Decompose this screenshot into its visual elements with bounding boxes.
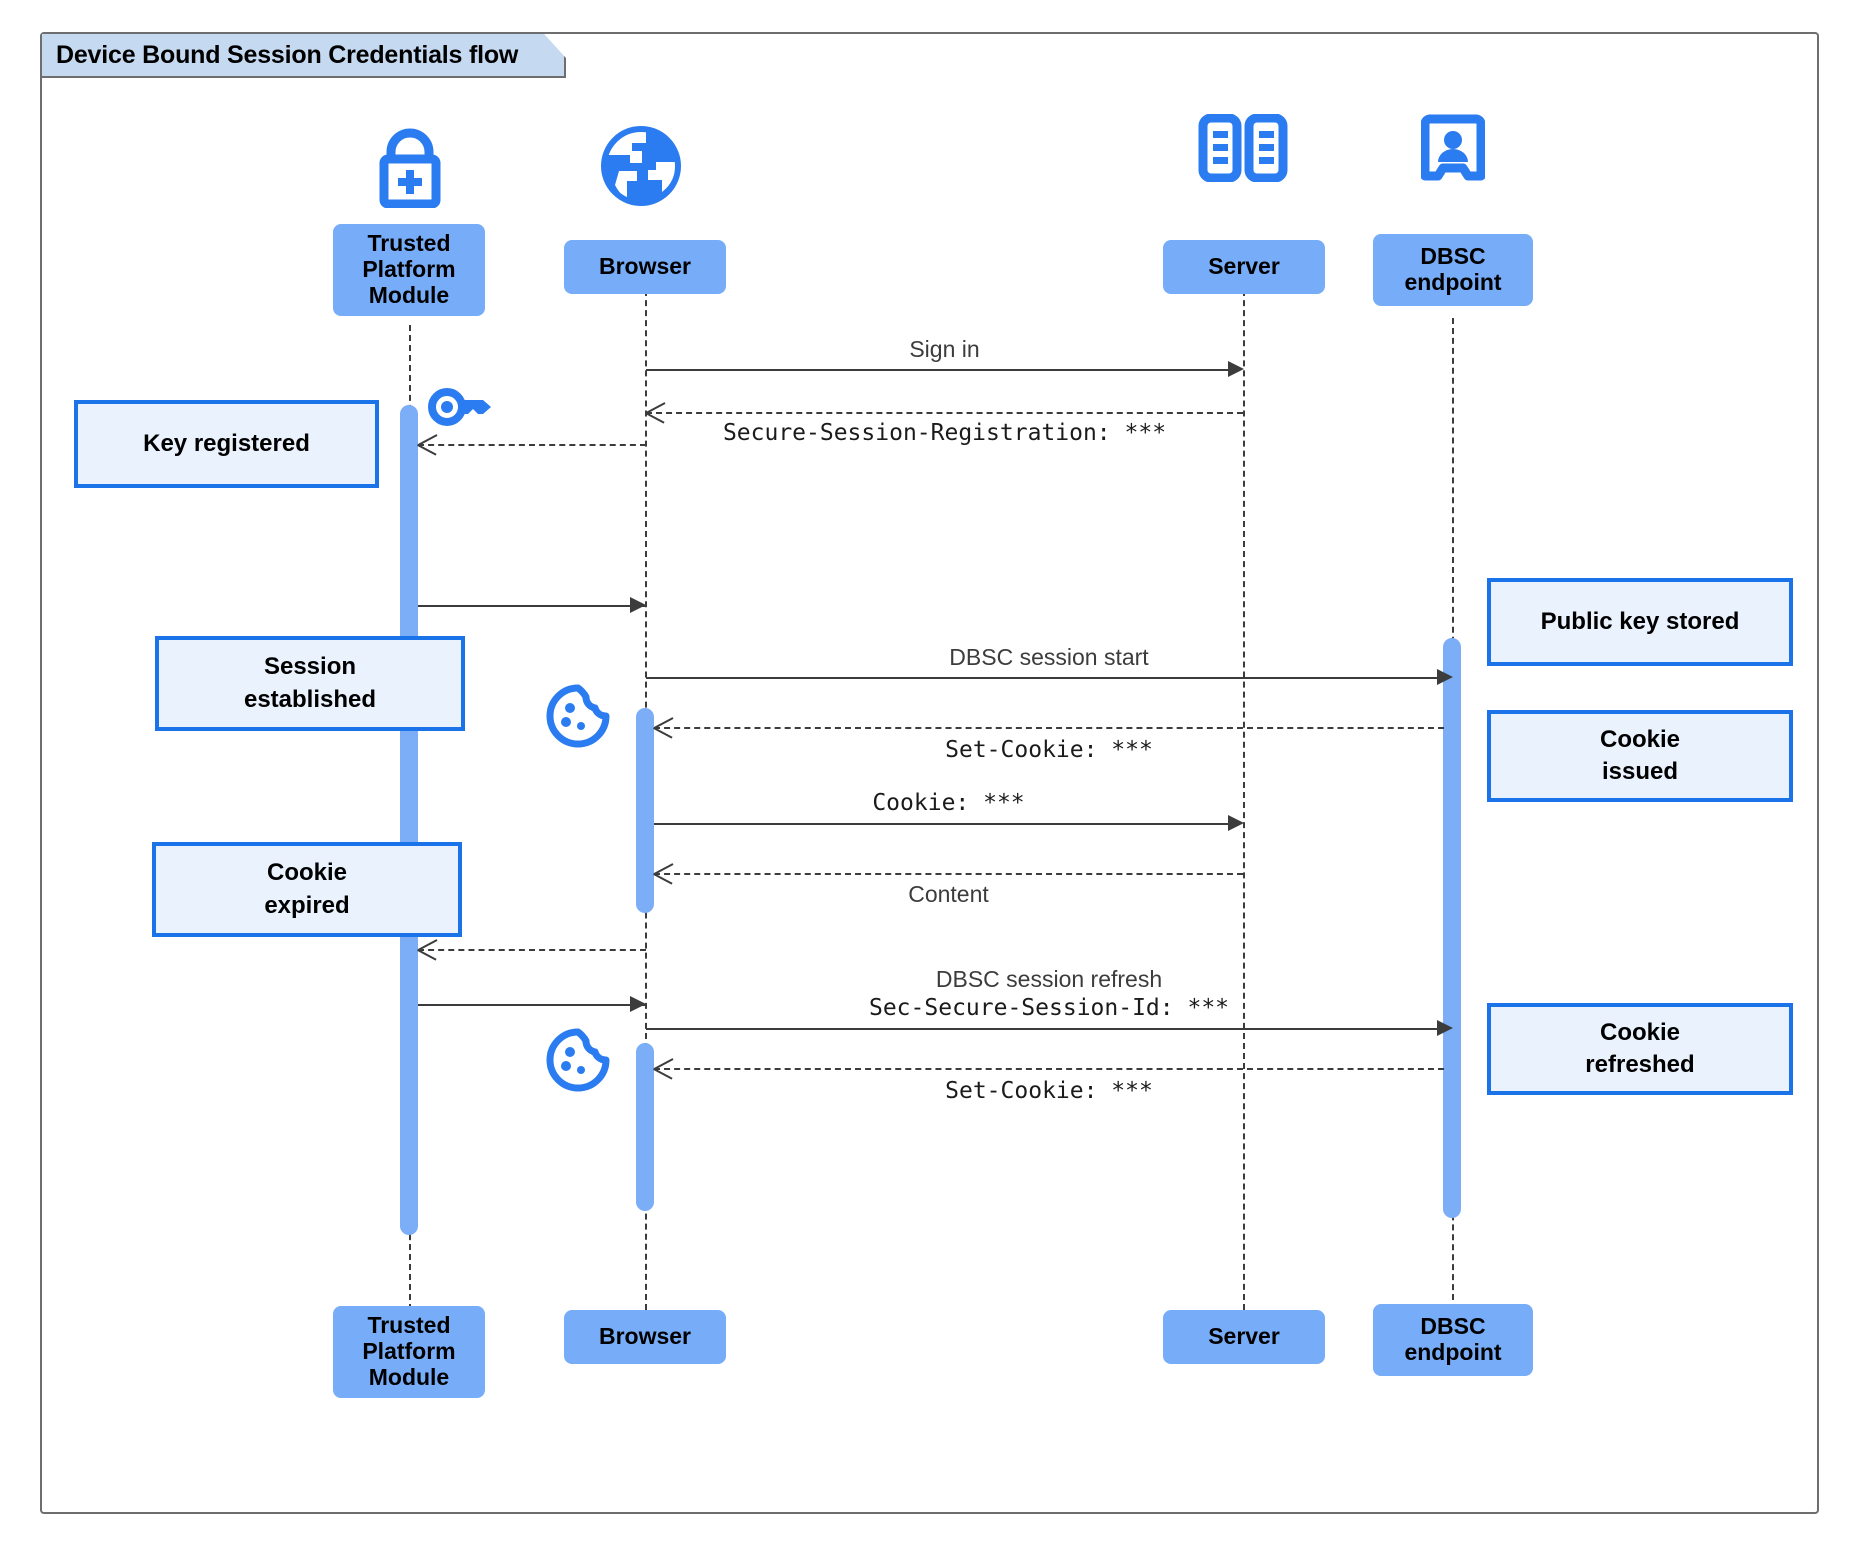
lifeline-server bbox=[1243, 280, 1245, 1310]
message-line-set-cookie-2 bbox=[654, 1068, 1444, 1070]
message-label-dbsc-session-start: DBSC session start bbox=[949, 644, 1149, 670]
note-cookie-issued: Cookie issued bbox=[1487, 710, 1793, 802]
message-label-cookie: Cookie: *** bbox=[872, 790, 1025, 816]
participant-tpm-top[interactable]: Trusted Platform Module bbox=[333, 224, 485, 316]
message-line-tpm-to-browser-refresh bbox=[418, 1004, 646, 1006]
message-line-cookie bbox=[654, 823, 1228, 825]
arrowhead-cookie bbox=[1228, 815, 1244, 831]
arrowhead-tpm-to-browser-refresh bbox=[630, 996, 646, 1012]
note-public-key-stored: Public key stored bbox=[1487, 578, 1793, 666]
id-badge-icon bbox=[1420, 114, 1486, 186]
message-line-sign-in bbox=[646, 369, 1228, 371]
message-label-sign-in: Sign in bbox=[909, 336, 980, 362]
message-line-tpm-to-browser-key bbox=[418, 605, 646, 607]
key-icon bbox=[426, 386, 498, 430]
message-line-browser-to-tpm-register bbox=[418, 444, 646, 446]
note-cookie-expired: Cookie expired bbox=[152, 842, 462, 937]
message-line-dbsc-session-start bbox=[646, 677, 1437, 679]
message-label-content: Content bbox=[908, 881, 989, 907]
message-line-dbsc-session-refresh bbox=[646, 1028, 1437, 1030]
message-line-set-cookie-1 bbox=[654, 727, 1444, 729]
arrowhead-browser-to-tpm-register bbox=[418, 434, 438, 454]
activation-bar-browser-2 bbox=[636, 1043, 654, 1211]
arrowhead-set-cookie-1 bbox=[654, 717, 674, 737]
activation-bar-tpm bbox=[400, 405, 418, 1235]
participant-browser-top[interactable]: Browser bbox=[564, 240, 726, 294]
message-label-sec-secure-session-id: Sec-Secure-Session-Id: *** bbox=[868, 995, 1230, 1021]
message-label-set-cookie-1: Set-Cookie: *** bbox=[945, 737, 1153, 763]
arrowhead-dbsc-session-start bbox=[1437, 669, 1453, 685]
arrowhead-sign-in bbox=[1228, 361, 1244, 377]
cookie-icon bbox=[546, 1028, 610, 1092]
participant-dbsc-top[interactable]: DBSC endpoint bbox=[1373, 234, 1533, 306]
message-label-dbsc-session-refresh: DBSC session refresh bbox=[935, 966, 1163, 992]
message-line-browser-to-tpm-refresh bbox=[418, 949, 646, 951]
arrowhead-set-cookie-2 bbox=[654, 1058, 674, 1078]
participant-server-top[interactable]: Server bbox=[1163, 240, 1325, 294]
frame-title-tab: Device Bound Session Credentials flow bbox=[42, 34, 566, 78]
note-session-established: Session established bbox=[155, 636, 465, 731]
globe-icon bbox=[601, 126, 681, 206]
message-line-content bbox=[654, 873, 1243, 875]
arrowhead-secure-session-registration bbox=[646, 402, 666, 422]
arrowhead-tpm-to-browser-key bbox=[630, 597, 646, 613]
participant-tpm-bottom[interactable]: Trusted Platform Module bbox=[333, 1306, 485, 1398]
server-rack-icon bbox=[1198, 113, 1288, 183]
message-label-secure-session-registration: Secure-Session-Registration: *** bbox=[722, 420, 1167, 446]
message-line-secure-session-registration bbox=[646, 412, 1243, 414]
note-cookie-refreshed: Cookie refreshed bbox=[1487, 1003, 1793, 1095]
arrowhead-browser-to-tpm-refresh bbox=[418, 939, 438, 959]
message-label-set-cookie-2: Set-Cookie: *** bbox=[945, 1078, 1153, 1104]
cookie-icon bbox=[546, 684, 610, 748]
activation-bar-dbsc bbox=[1443, 638, 1461, 1218]
frame-title-text: Device Bound Session Credentials flow bbox=[56, 40, 519, 69]
diagram-frame bbox=[40, 32, 1819, 1514]
note-key-registered: Key registered bbox=[74, 400, 379, 488]
participant-dbsc-bottom[interactable]: DBSC endpoint bbox=[1373, 1304, 1533, 1376]
lock-plus-icon bbox=[371, 126, 449, 209]
participant-browser-bottom[interactable]: Browser bbox=[564, 1310, 726, 1364]
activation-bar-browser-1 bbox=[636, 708, 654, 913]
arrowhead-content bbox=[654, 863, 674, 883]
arrowhead-dbsc-session-refresh bbox=[1437, 1020, 1453, 1036]
participant-server-bottom[interactable]: Server bbox=[1163, 1310, 1325, 1364]
